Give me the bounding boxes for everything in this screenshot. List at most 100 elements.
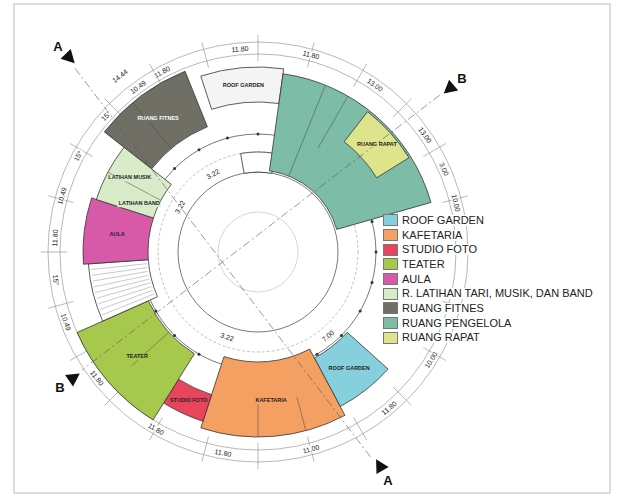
dimension-ring bbox=[60, 54, 456, 450]
dimension-label: 10.00 bbox=[423, 350, 439, 370]
room-label: AULA bbox=[108, 232, 125, 238]
legend-text: ROOF GARDEN bbox=[402, 215, 484, 226]
legend-row: KAFETARIA bbox=[383, 228, 593, 243]
room-label: STUDIO FOTO bbox=[169, 398, 208, 404]
room-label: RUANG RAPAT bbox=[356, 142, 398, 148]
stair-hatch bbox=[91, 264, 147, 270]
legend-row: TEATER bbox=[383, 257, 593, 272]
column-dot bbox=[198, 148, 201, 151]
dimension-label: 11.80 bbox=[230, 44, 250, 53]
column-dot bbox=[375, 251, 378, 254]
dimension-label: 11.80 bbox=[213, 448, 233, 458]
dimension-tick bbox=[393, 99, 411, 117]
partition-line bbox=[318, 96, 348, 148]
column-dot bbox=[340, 334, 343, 337]
room-label: LATIHAN MUSIK bbox=[107, 175, 152, 181]
legend-swatch bbox=[383, 258, 398, 270]
room-area bbox=[88, 260, 157, 321]
section-marker bbox=[444, 80, 459, 94]
stair-hatch bbox=[94, 275, 149, 287]
dimension-tick bbox=[202, 42, 209, 67]
legend-text: RUANG FITNES bbox=[402, 303, 484, 314]
dimension-label: 11.80 bbox=[50, 228, 58, 247]
legend-text: STUDIO FOTO bbox=[402, 244, 477, 255]
partition-line bbox=[297, 397, 306, 431]
dimension-label: 15° bbox=[100, 108, 114, 122]
column-dot bbox=[370, 220, 373, 223]
legend-row: R. LATIHAN TARI, MUSIK, DAN BAND bbox=[383, 286, 593, 301]
room-area bbox=[201, 349, 345, 437]
section-letter: B bbox=[55, 381, 64, 394]
dimension-label: 13.00 bbox=[365, 76, 385, 93]
section-letter: B bbox=[457, 72, 466, 85]
legend-row: STUDIO FOTO bbox=[383, 242, 593, 257]
room-label: ROOF GARDEN bbox=[327, 366, 370, 372]
column-dot bbox=[316, 353, 319, 356]
section-marker bbox=[376, 459, 389, 474]
courtyard-ring bbox=[218, 212, 298, 292]
room-label: KAFETARIA bbox=[254, 399, 287, 405]
legend-swatch bbox=[383, 229, 398, 241]
partition-line bbox=[108, 172, 161, 200]
stair-hatch bbox=[98, 287, 151, 304]
legend-text: R. LATIHAN TARI, MUSIK, DAN BAND bbox=[402, 288, 593, 299]
dimension-label: 15° bbox=[52, 274, 61, 287]
column-dot bbox=[257, 133, 260, 136]
section-marker bbox=[61, 49, 75, 63]
legend-swatch bbox=[383, 244, 398, 256]
legend-swatch bbox=[383, 317, 398, 329]
column-dot bbox=[154, 310, 157, 313]
stair-hatch bbox=[95, 279, 149, 293]
dimension-tick bbox=[423, 144, 446, 157]
legend-row: RUANG RAPAT bbox=[383, 331, 593, 346]
stair-hatch bbox=[93, 271, 148, 281]
room-label: TEATER bbox=[125, 354, 149, 360]
section-marker bbox=[65, 374, 80, 387]
dimension-label: 10.49 bbox=[60, 311, 73, 332]
dimension-tick bbox=[354, 64, 367, 87]
legend-swatch bbox=[383, 302, 398, 314]
stair-hatch bbox=[102, 294, 154, 315]
legend-row: RUANG PENGELOLA bbox=[383, 316, 593, 331]
section-letter: A bbox=[53, 40, 62, 53]
column-dot bbox=[198, 353, 201, 356]
legend-row: RUANG FITNES bbox=[383, 301, 593, 316]
legend: ROOF GARDEN KAFETARIA STUDIO FOTO TEATER AUL… bbox=[383, 213, 593, 345]
dimension-label: 3.22 bbox=[219, 331, 236, 343]
legend-row: ROOF GARDEN bbox=[383, 213, 593, 228]
legend-text: AULA bbox=[402, 274, 431, 285]
dimension-tick bbox=[258, 443, 259, 469]
column-dot bbox=[173, 167, 176, 170]
legend-swatch bbox=[383, 288, 398, 300]
legend-text: KAFETARIA bbox=[402, 230, 462, 241]
section-letter: A bbox=[383, 474, 392, 487]
dimension-tick bbox=[258, 35, 259, 61]
legend-text: RUANG PENGELOLA bbox=[402, 318, 511, 329]
dimension-tick bbox=[41, 252, 67, 253]
dimension-tick bbox=[48, 301, 73, 308]
room-area bbox=[96, 147, 171, 218]
dimension-label: 14.44 bbox=[110, 67, 130, 85]
stair-hatch bbox=[97, 283, 151, 298]
dimension-label: 11.80 bbox=[380, 400, 399, 418]
partition-line bbox=[289, 85, 326, 176]
room-area bbox=[269, 74, 431, 230]
legend-swatch bbox=[383, 214, 398, 226]
dimension-tick bbox=[202, 436, 209, 461]
dimension-label: 3.22 bbox=[204, 167, 221, 181]
section-line bbox=[75, 68, 371, 457]
legend-row: AULA bbox=[383, 272, 593, 287]
legend-text: RUANG RAPAT bbox=[402, 332, 480, 343]
dimension-tick bbox=[354, 417, 367, 440]
column-dot bbox=[173, 334, 176, 337]
legend-text: TEATER bbox=[402, 259, 445, 270]
stair-hatch bbox=[100, 290, 153, 309]
legend-swatch bbox=[383, 273, 398, 285]
room-label: ROOF GARDEN bbox=[222, 83, 265, 89]
dimension-label: 13.00 bbox=[417, 125, 434, 145]
column-dot bbox=[370, 281, 373, 284]
courtyard-ring bbox=[178, 172, 338, 332]
dimension-label: 3.00 bbox=[438, 160, 451, 177]
